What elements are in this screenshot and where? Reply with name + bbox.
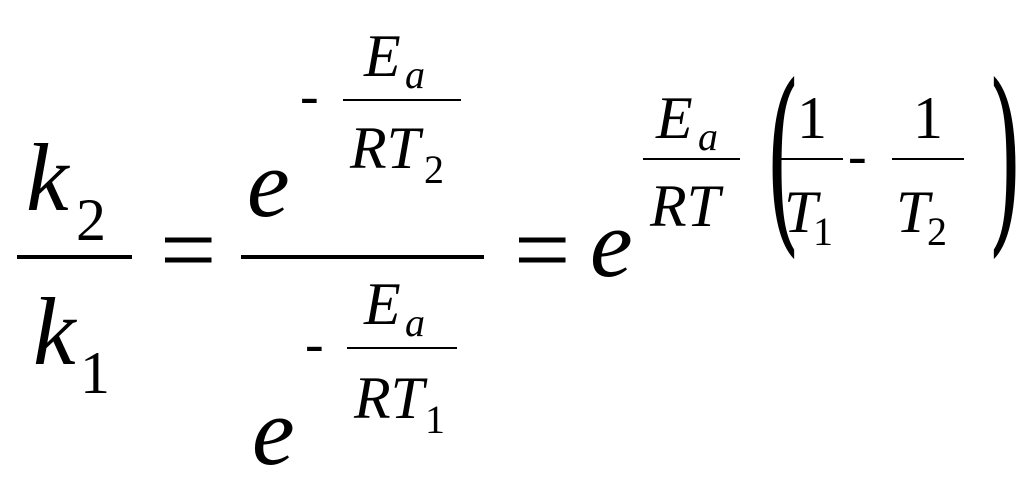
middle-denominator-exp-subscript: 1 [425, 397, 445, 442]
middle-numerator-exp-subscript: 2 [424, 147, 444, 192]
equals-sign-1: = [160, 194, 217, 305]
rhs-term2-subscript: 2 [927, 209, 947, 254]
middle-denominator-exp-a: a [405, 300, 425, 345]
rhs-term1-bar [781, 158, 843, 160]
rhs-exp-a: a [698, 114, 718, 159]
lhs-numerator-subscript: 2 [76, 187, 106, 253]
rhs-exp-E: E [656, 85, 693, 151]
middle-numerator-exp-a: a [405, 52, 425, 97]
middle-numerator-exp-bar [343, 99, 461, 101]
rhs-exp-RT: RT [650, 173, 721, 239]
middle-fraction-bar [241, 255, 484, 259]
rhs-close-paren: ) [987, 60, 1019, 260]
middle-numerator-exp-E: E [364, 23, 401, 89]
rhs-term2-T: T [896, 179, 930, 245]
middle-denominator-exp-RT: RT [354, 365, 425, 431]
lhs-numerator-k: k [26, 124, 69, 231]
middle-denominator-exp-bar [347, 347, 457, 349]
middle-denominator-exp-E: E [364, 271, 401, 337]
rhs-term1-T: T [784, 179, 818, 245]
rhs-term1-numerator: 1 [797, 85, 827, 151]
rhs-term2-numerator: 1 [913, 85, 943, 151]
rhs-e: e [590, 190, 633, 297]
lhs-fraction-bar [17, 255, 132, 259]
equals-sign-2: = [514, 194, 571, 305]
middle-denominator-exp-minus: - [305, 313, 324, 375]
middle-denominator-e: e [252, 378, 295, 485]
rhs-minus: - [848, 125, 867, 187]
middle-numerator-exp-minus: - [300, 65, 319, 127]
lhs-denominator-k: k [33, 278, 76, 385]
middle-numerator-e: e [247, 130, 290, 237]
rhs-term1-subscript: 1 [813, 209, 833, 254]
rhs-exp-bar [643, 158, 740, 160]
lhs-denominator-subscript: 1 [80, 340, 110, 406]
middle-numerator-exp-RT: RT [350, 115, 421, 181]
rhs-term2-bar [892, 158, 964, 160]
